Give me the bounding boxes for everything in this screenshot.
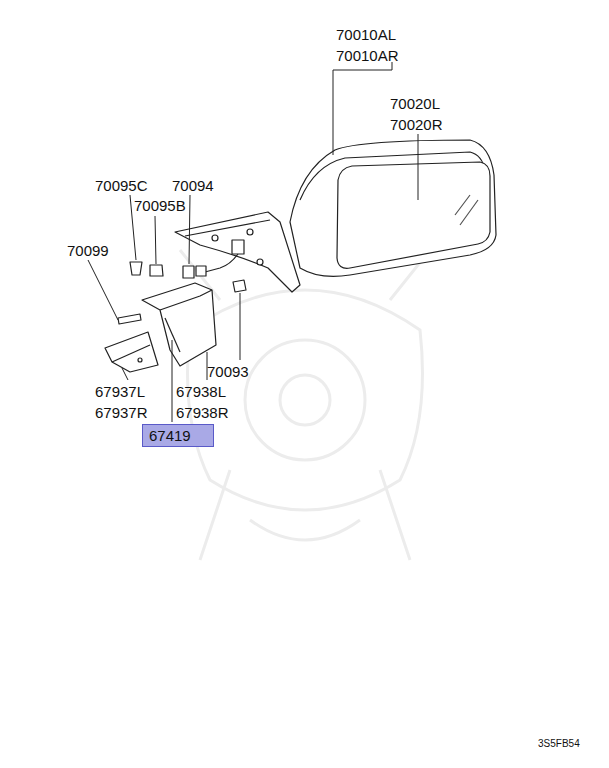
callout-number: 70010AR [336, 47, 399, 64]
figure-code: 3S5FB54 [538, 738, 580, 750]
mirror-drawing [105, 140, 496, 372]
callout-number: 67937R [95, 404, 148, 421]
callout-number: 70093 [207, 363, 249, 380]
callout-number: 70020R [390, 116, 443, 133]
callout-number: 70020L [390, 95, 440, 112]
highlight-box: 67419 [142, 424, 214, 447]
callout-number: 70099 [67, 242, 109, 259]
callout-number: 67938L [176, 383, 226, 400]
leader-lines [88, 62, 418, 422]
callout-number: 70010AL [336, 26, 396, 43]
callout-number: 67938R [176, 404, 229, 421]
callout-number: 70094 [172, 177, 214, 194]
callout-number: 70095B [134, 197, 186, 214]
callout-number: 67937L [95, 383, 145, 400]
callout-number: 67419 [143, 425, 213, 446]
callout-number: 70095C [95, 177, 148, 194]
